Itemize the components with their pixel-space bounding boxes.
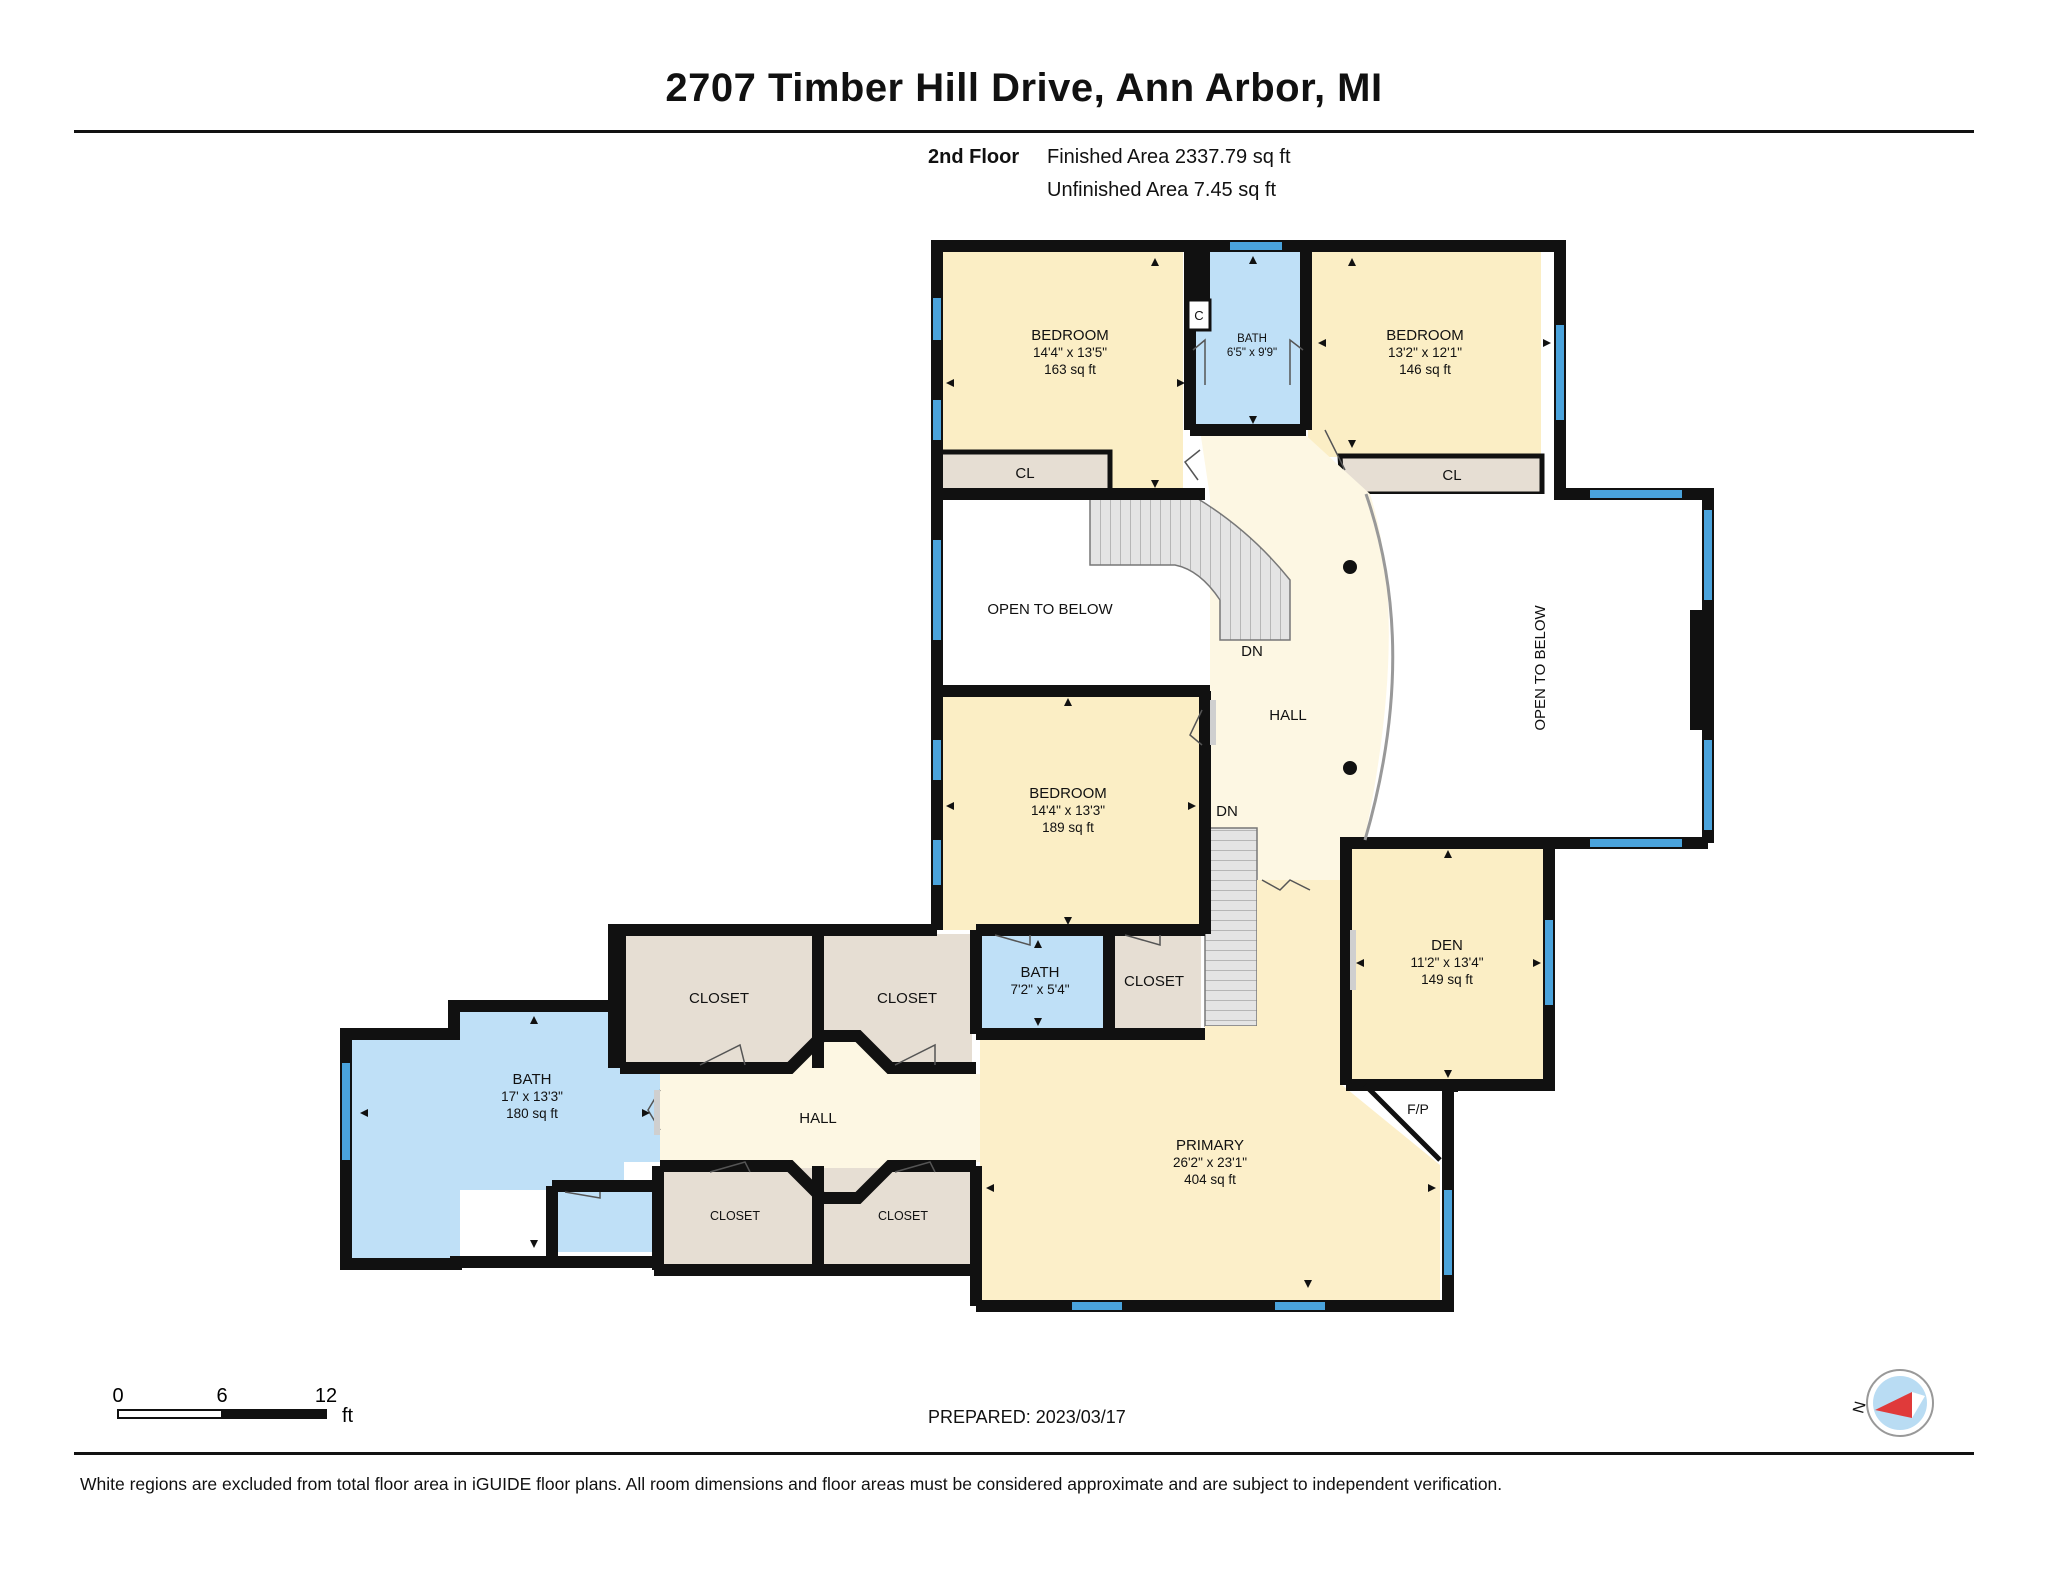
primary-fill [980,880,1440,1300]
bath-primary-area: 180 sq ft [506,1106,558,1121]
closet-3-label: CLOSET [1124,973,1184,990]
fireplace-diagonal [1363,1083,1442,1162]
open-to-below-east-label: OPEN TO BELOW [1532,605,1549,731]
closet-2-label: CLOSET [877,990,937,1007]
scale-bar: 0 6 12 ft [112,1385,354,1427]
scale-unit: ft [342,1405,354,1427]
scale-tick-12: 12 [315,1385,337,1407]
walls [340,240,1714,1312]
bath-small-name: BATH [1021,964,1060,981]
wall-stub [1186,250,1210,300]
bath-small-fill [980,934,1105,1029]
finished-area: Finished Area 2337.79 sq ft [1047,146,1291,168]
hall-west-fill [660,1040,980,1194]
bedroom-nw-area: 163 sq ft [1044,362,1096,377]
unfinished-area: Unfinished Area 7.45 sq ft [1047,179,1277,201]
compass-n-label: N [1850,1400,1869,1416]
hall-curve [1363,493,1395,841]
compass: N [1850,1369,1934,1437]
closet-5-fill [822,1168,972,1264]
closet-4-label: CLOSET [710,1209,760,1223]
open-to-below-east [1360,494,1710,837]
hall-west-label: HALL [799,1110,837,1127]
door-openings [654,700,1356,1135]
bedroom-ne-name: BEDROOM [1386,327,1464,344]
floor-name: 2nd Floor [928,146,1020,168]
bath-top-name: BATH [1237,333,1267,345]
bedroom-mid-dims: 14'4" x 13'3" [1031,803,1105,818]
cl-ne-fill [1337,453,1545,497]
bath-primary-dims: 17' x 13'3" [501,1089,563,1104]
stairs-upper [1089,496,1291,641]
bath-primary-wc-fill [556,1192,660,1252]
hall-center-label: HALL [1269,707,1307,724]
primary-name: PRIMARY [1176,1137,1244,1154]
den-fill [1350,848,1545,1080]
bedroom-mid-area: 189 sq ft [1042,820,1094,835]
open-to-below-west-label: OPEN TO BELOW [987,601,1113,618]
bath-small-dims: 7'2" x 5'4" [1010,982,1069,997]
stairs-dn-upper: DN [1241,643,1263,660]
primary-area: 404 sq ft [1184,1172,1236,1187]
closet-1-label: CLOSET [689,990,749,1007]
closet-4-fill [662,1168,814,1264]
column-2 [1343,761,1357,775]
closet-3-fill [1113,934,1201,1029]
bedroom-mid-name: BEDROOM [1029,785,1107,802]
closet-1-fill [624,934,814,1064]
dimension-ticks [360,256,1551,1288]
header-divider [74,130,1974,133]
bedroom-nw-dims: 14'4" x 13'5" [1033,345,1107,360]
footer-divider [74,1452,1974,1455]
stairs-dn-lower: DN [1216,803,1238,820]
fireplace-label: F/P [1407,1101,1429,1117]
bedroom-ne-dims: 13'2" x 12'1" [1388,345,1462,360]
den-dims: 11'2" x 13'4" [1410,955,1483,970]
bedroom-ne-area: 146 sq ft [1399,362,1451,377]
bedroom-nw-fill [937,252,1183,488]
den-area: 149 sq ft [1421,972,1473,987]
chimney [1690,610,1702,730]
bedroom-ne-fill [1308,252,1541,457]
stairs-lower [1204,827,1258,1027]
scale-tick-6: 6 [216,1385,227,1407]
closet-5-label: CLOSET [878,1209,928,1223]
den-name: DEN [1431,937,1463,954]
scale-tick-0: 0 [112,1385,123,1407]
cl-ne-label: CL [1442,467,1461,484]
primary-dims: 26'2" x 23'1" [1173,1155,1247,1170]
prepared-date: PREPARED: 2023/03/17 [928,1407,1126,1427]
column-1 [1343,560,1357,574]
windows [342,242,1712,1310]
closet-c-label: C [1194,308,1203,323]
bedroom-nw-name: BEDROOM [1031,327,1109,344]
bath-primary-name: BATH [513,1071,552,1088]
page-title: 2707 Timber Hill Drive, Ann Arbor, MI [665,66,1383,110]
bath-top-dims: 6'5" x 9'9" [1227,347,1277,359]
disclaimer: White regions are excluded from total fl… [80,1474,1503,1494]
cl-nw-label: CL [1015,465,1034,482]
bedroom-mid-fill [937,695,1202,930]
